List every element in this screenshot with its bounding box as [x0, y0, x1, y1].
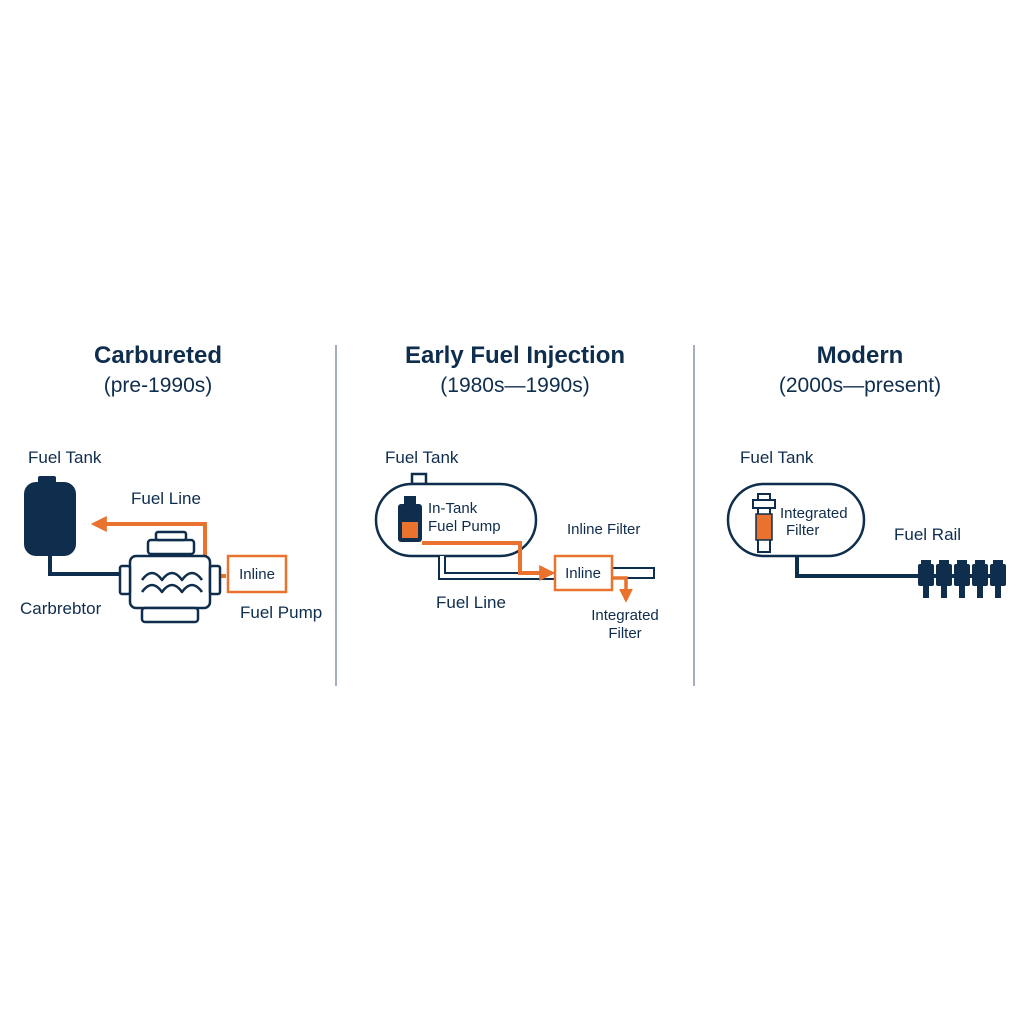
integrated-filter-label: Filter — [608, 625, 641, 642]
fuel-injector-icon — [954, 560, 970, 598]
in-tank-pump-label: In-Tank — [428, 500, 478, 517]
in-tank-pump-icon — [398, 496, 422, 542]
fuel-line-label: Fuel Line — [131, 489, 201, 508]
fuel-tank-label: Fuel Tank — [740, 448, 814, 467]
in-tank-pump-label: Fuel Pump — [428, 518, 501, 535]
inline-filter-icon — [553, 554, 614, 592]
panel-title: Early Fuel Injection — [405, 342, 625, 369]
inline-fuel-pump-icon — [226, 554, 288, 594]
fuel-injector-icon — [936, 560, 952, 598]
fuel-line-pipe — [795, 556, 918, 578]
panel-modern: Modern (2000s—present) Fuel Tank Integra… — [726, 342, 1006, 598]
panel-title: Carbureted — [94, 342, 222, 369]
panel-title: Modern — [817, 342, 904, 369]
fuel-injector-icon — [972, 560, 988, 598]
panel-early-fuel-injection: Early Fuel Injection (1980s—1990s) Fuel … — [374, 342, 659, 642]
fuel-injector-icon — [990, 560, 1006, 598]
panel-subtitle: (2000s—present) — [779, 374, 941, 397]
integrated-filter-label: Integrated — [780, 505, 848, 522]
fuel-line-pipe — [48, 556, 122, 576]
fuel-pump-label: Fuel Pump — [240, 603, 322, 622]
panel-subtitle: (pre-1990s) — [104, 374, 213, 397]
inline-filter-box-label: Inline — [565, 565, 601, 582]
fuel-tank-icon — [24, 476, 76, 556]
inline-filter-label: Inline Filter — [567, 521, 640, 538]
outlet-pipe — [612, 567, 655, 579]
fuel-tank-label: Fuel Tank — [385, 448, 459, 467]
fuel-flow-arrow — [422, 541, 556, 581]
carburetor-label: Carbrebtor — [20, 599, 102, 618]
integrated-filter-label: Integrated — [591, 607, 659, 624]
integrated-filter-label: Filter — [786, 522, 819, 539]
fuel-line-label: Fuel Line — [436, 593, 506, 612]
fuel-injector-icon — [918, 560, 934, 598]
panel-carbureted: Carbureted (pre-1990s) Fuel Tank Fuel Li… — [20, 342, 322, 624]
fuel-rail-label: Fuel Rail — [894, 525, 961, 544]
engine-icon — [118, 530, 222, 624]
fuel-tank-label: Fuel Tank — [28, 448, 102, 467]
filter-down-arrow — [612, 576, 633, 603]
integrated-filter-icon — [752, 493, 776, 553]
inline-pump-box-label: Inline — [239, 566, 275, 583]
panel-subtitle: (1980s—1990s) — [440, 374, 589, 397]
fuel-line-pipe-inner — [440, 556, 556, 578]
